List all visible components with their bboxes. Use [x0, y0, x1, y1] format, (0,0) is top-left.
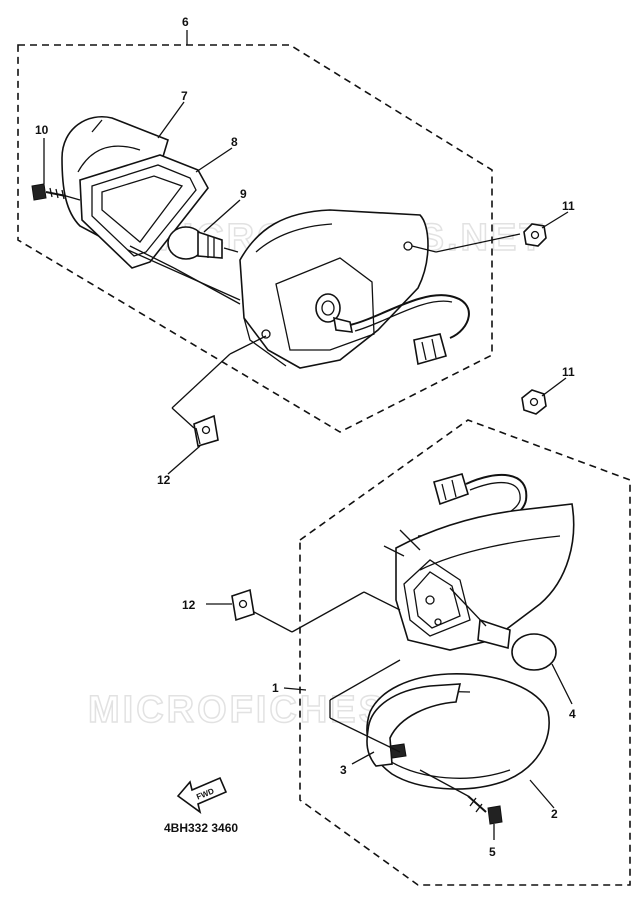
part-code: 4BH332 3460 — [164, 821, 238, 835]
bulb-9 — [167, 226, 239, 260]
callout-12-lower: 12 — [182, 598, 196, 612]
callout-1: 1 — [272, 681, 279, 695]
callout-9: 9 — [240, 187, 247, 201]
callout-6: 6 — [182, 15, 189, 29]
callout-2: 2 — [551, 807, 558, 821]
callout-11-lower: 11 — [562, 365, 575, 379]
callout-5: 5 — [489, 845, 496, 859]
callout-10: 10 — [35, 123, 49, 137]
screw-5 — [467, 795, 503, 825]
lower-flasher-assembly — [206, 377, 631, 886]
connector-lower — [433, 473, 469, 506]
nut-12-lower — [231, 588, 255, 622]
callout-3: 3 — [340, 763, 347, 777]
flasher-housing-upper — [239, 209, 429, 369]
callout-12-upper: 12 — [157, 473, 171, 487]
nut-12-upper — [193, 414, 219, 448]
flasher-housing-lower — [395, 503, 575, 651]
connector-upper — [413, 333, 447, 366]
assembly-boundary-lower — [299, 419, 631, 886]
callout-8: 8 — [231, 135, 238, 149]
nut-11-lower — [521, 389, 547, 415]
callout-7: 7 — [181, 89, 188, 103]
callout-4: 4 — [569, 707, 576, 721]
screw-10 — [31, 183, 67, 201]
upper-flasher-assembly — [17, 30, 569, 475]
assembly-boundary-upper — [17, 44, 493, 433]
callout-11-upper: 11 — [562, 199, 575, 213]
bulb-4 — [477, 618, 557, 671]
forward-arrow-icon: FWD — [176, 776, 228, 814]
nut-11-upper — [523, 223, 547, 247]
